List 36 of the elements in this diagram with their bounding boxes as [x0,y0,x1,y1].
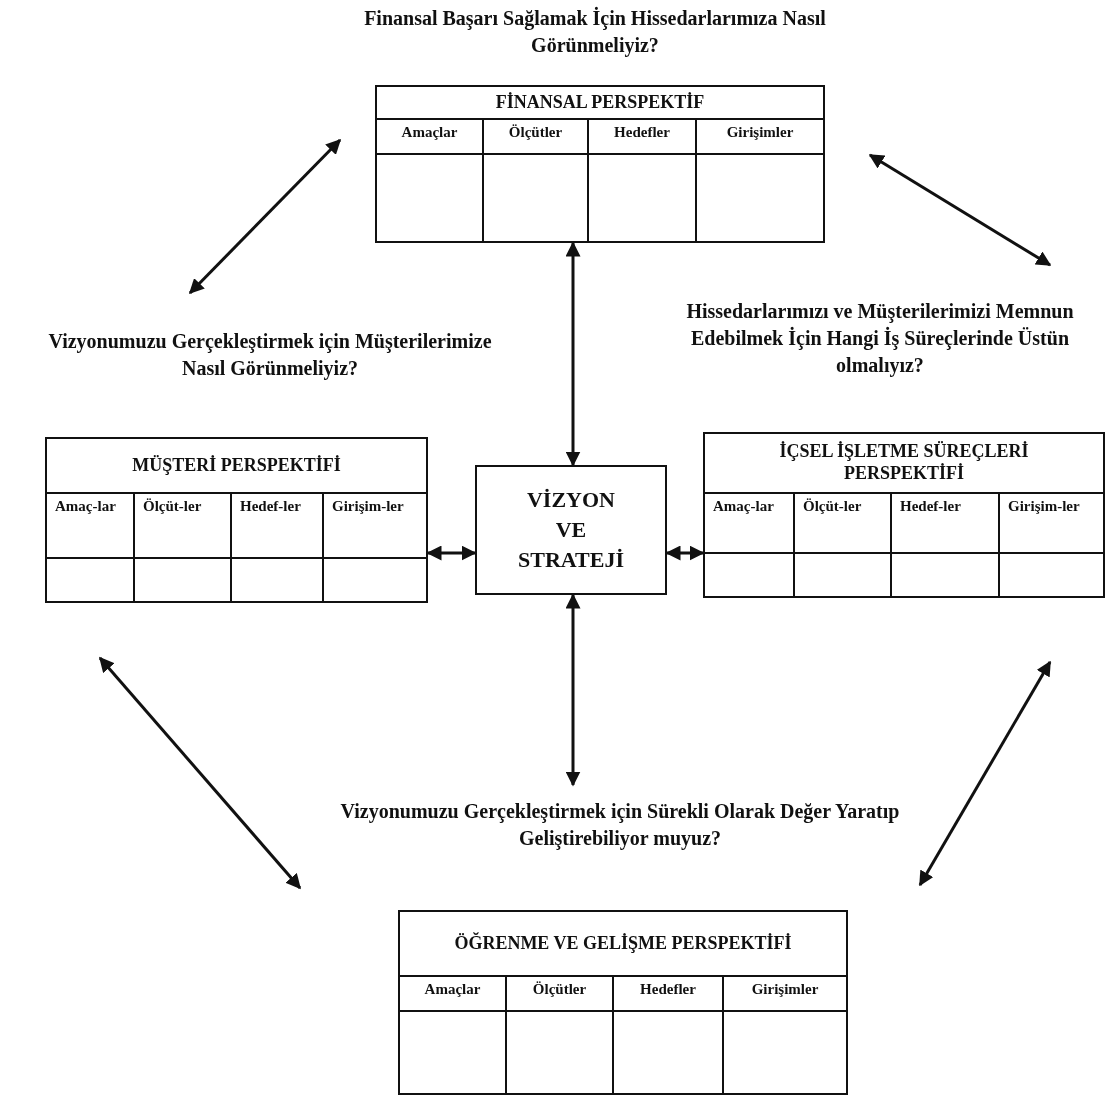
table-heading: ÖĞRENME VE GELİŞME PERSPEKTİFİ [400,912,846,977]
perspective-table [398,910,848,1095]
table-heading: FİNANSAL PERSPEKTİF [377,87,823,120]
column-header: Ölçüt-ler [135,494,232,559]
column-header: Ölçüt-ler [795,494,892,554]
box-label: VİZYON VE STRATEJİ [517,486,625,574]
table-heading: İÇSEL İŞLETME SÜREÇLERİ PERSPEKTİFİ [705,434,1103,494]
perspective-table [375,85,825,243]
question-text: Vizyonumuzu Gerçekleştirmek için Sürekli Olarak Değer Yaratıp Geliştirebiliyor muyuz? [340,799,900,852]
center-box [475,465,667,595]
column-header: Hedefler [614,977,724,1012]
column-header: Amaçlar [400,977,507,1012]
column-header: Girişim-ler [324,494,426,559]
double-arrow [98,656,302,890]
double-arrow [868,153,1052,267]
column-header: Ölçütler [484,120,589,155]
column-header: Hedef-ler [232,494,324,559]
double-arrow [565,241,581,467]
perspective-table [703,432,1105,598]
question-text: Hissedarlarımızı ve Müşterilerimizi Memnun Edebilmek İçin Hangi İş Süreçlerinde Üstün olmalıyız? [685,299,1075,379]
question-text: Vizyonumuzu Gerçekleştirmek için Müşterilerimize Nasıl Görünmeliyiz? [47,329,493,382]
column-header: Amaç-lar [705,494,795,554]
column-header: Girişimler [697,120,823,155]
column-header: Girişimler [724,977,846,1012]
double-arrow [188,138,342,295]
column-header: Hedef-ler [892,494,1000,554]
perspective-table [45,437,428,603]
column-header: Amaçlar [377,120,484,155]
column-header: Amaç-lar [47,494,135,559]
column-header: Girişim-ler [1000,494,1103,554]
double-arrow [565,593,581,787]
question-text: Finansal Başarı Sağlamak İçin Hissedarlarımıza Nasıl Görünmeliyiz? [363,6,827,59]
table-heading: MÜŞTERİ PERSPEKTİFİ [47,439,426,494]
column-header: Hedefler [589,120,697,155]
double-arrow [918,660,1052,887]
column-header: Ölçütler [507,977,614,1012]
